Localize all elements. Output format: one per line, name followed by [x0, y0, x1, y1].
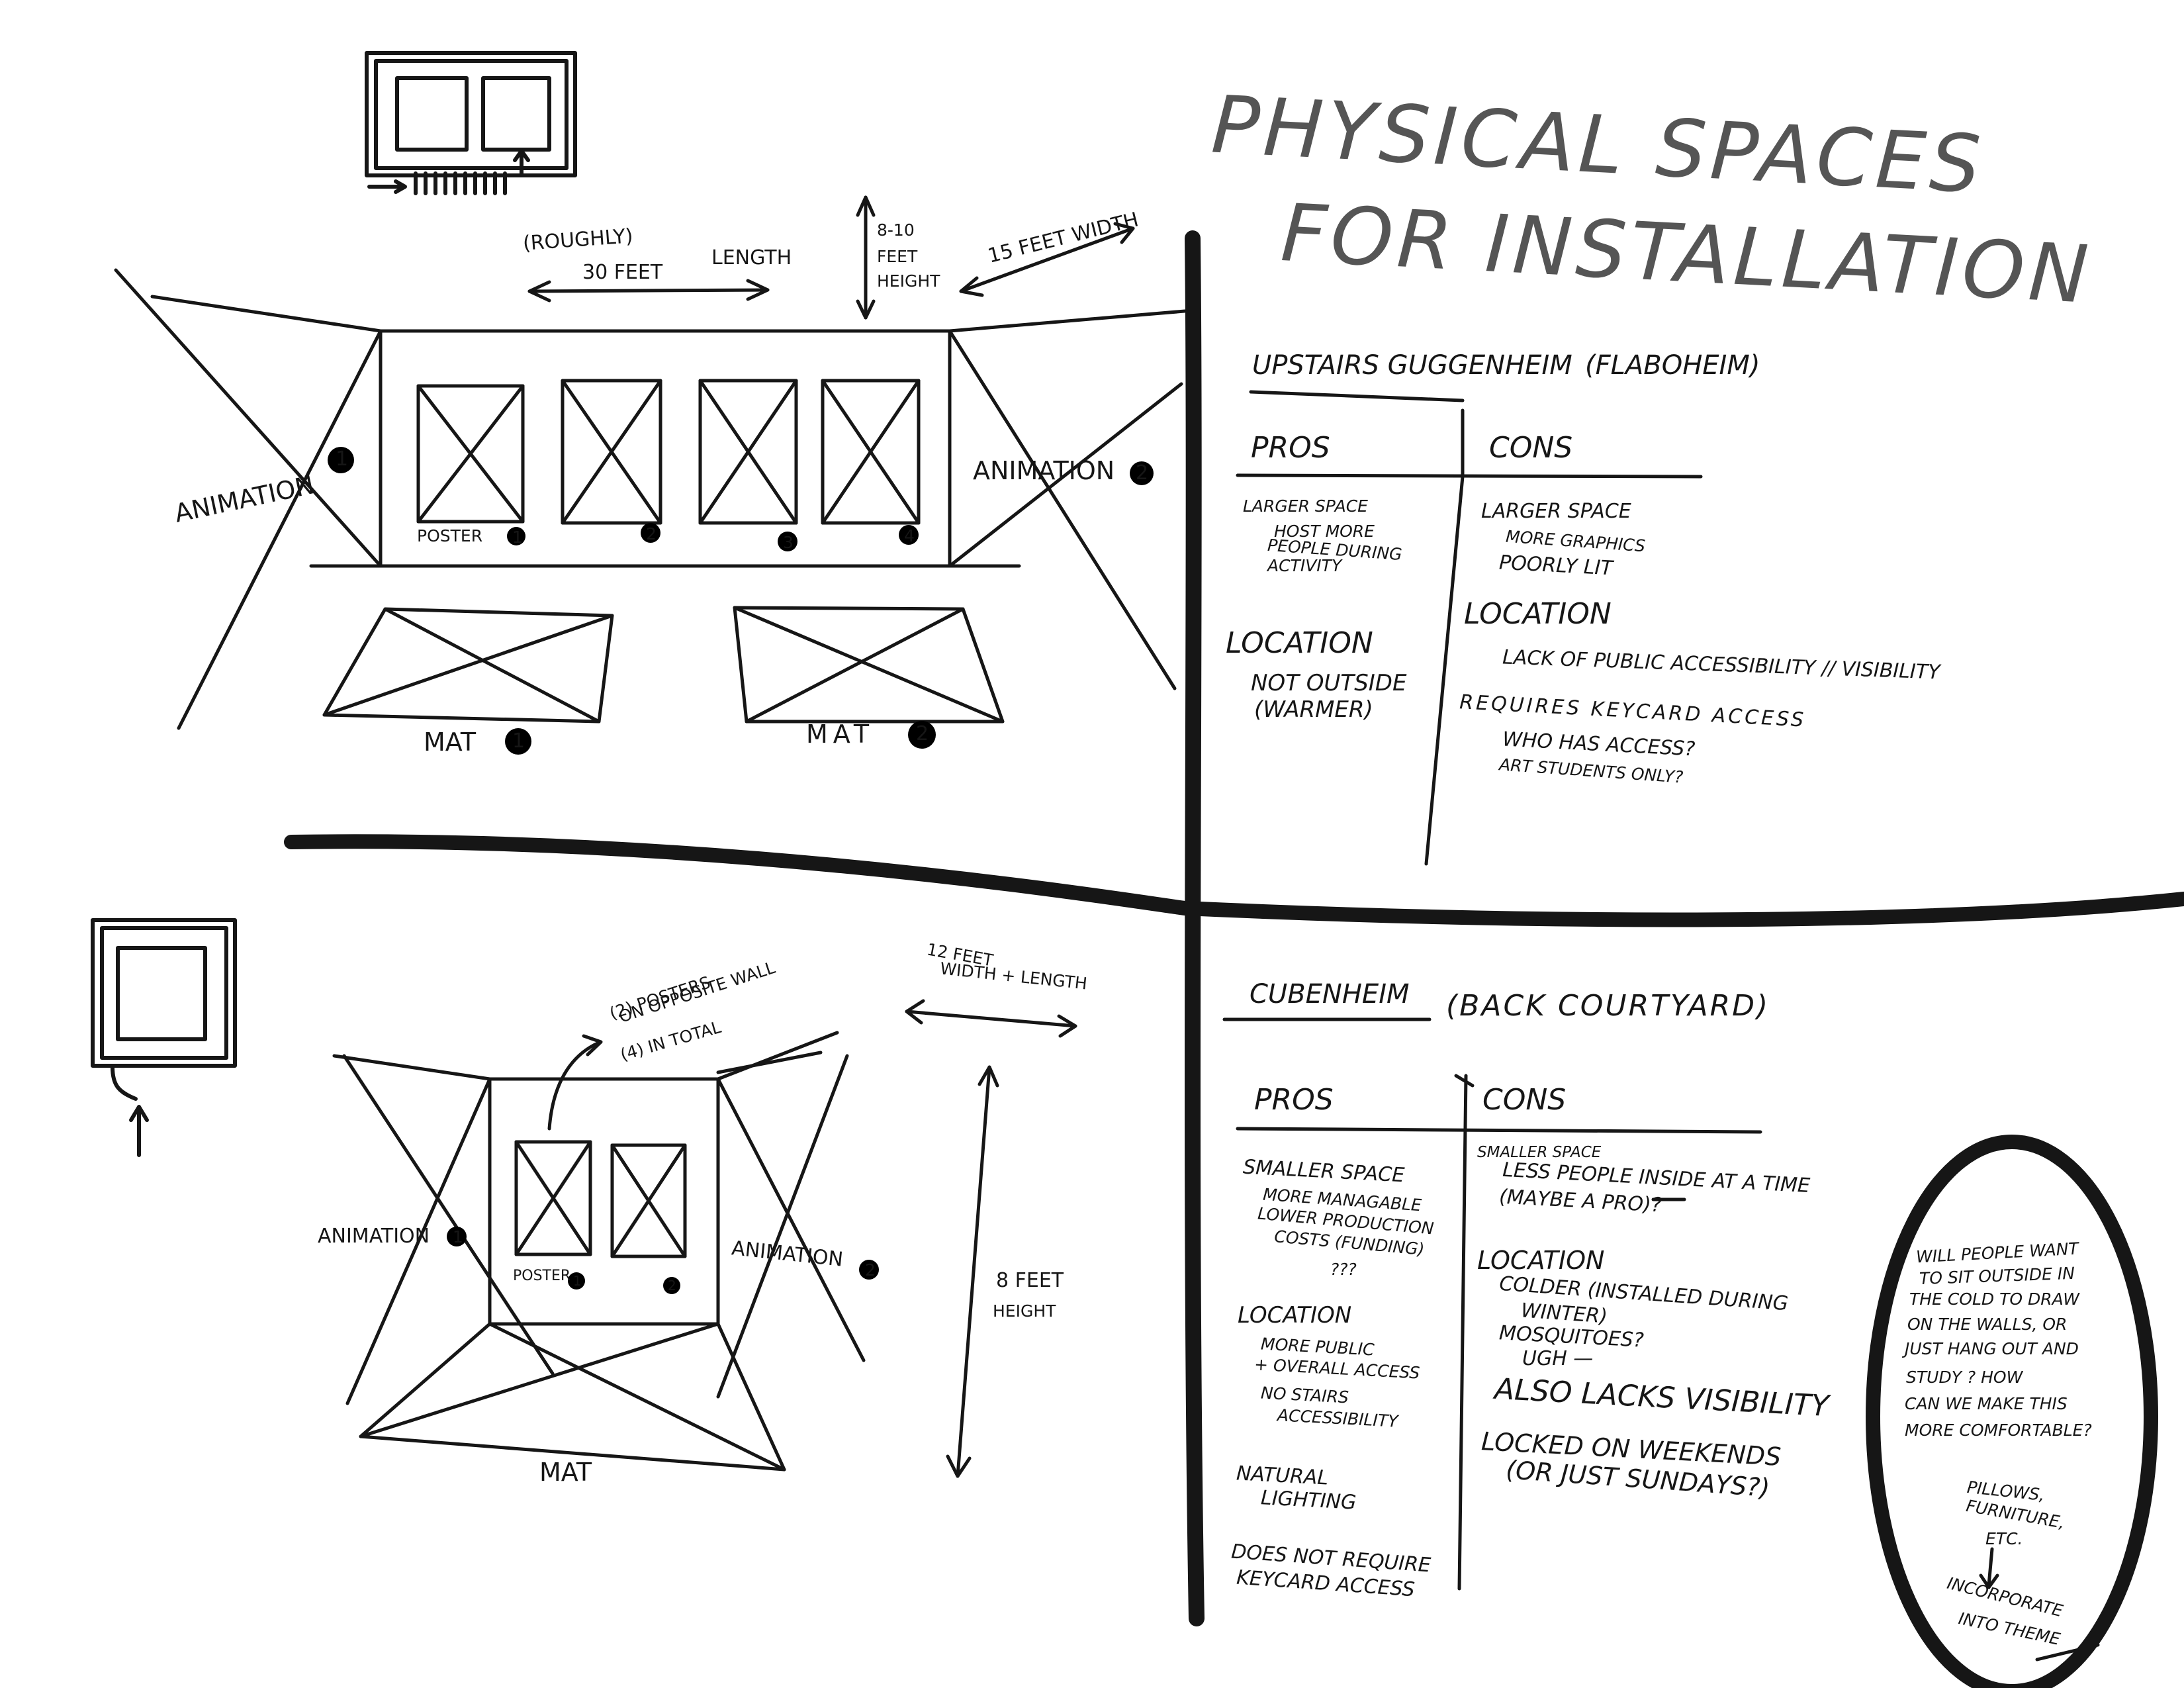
upstairs-cons-header: CONS [1489, 431, 1573, 465]
bottom-animation-2-num: 2 [865, 1260, 876, 1280]
upstairs-pro-5: LOCATION [1226, 626, 1373, 660]
animation-1-num: 1 [336, 447, 349, 471]
note-line-3: THE COLD TO DRAW [1909, 1289, 2079, 1309]
cubenheim-table-rules [1222, 1017, 1762, 1591]
length-label: LENGTH [711, 246, 792, 269]
animation-2-num: 2 [1136, 461, 1149, 485]
bottom-animation-1-label: ANIMATION [318, 1225, 430, 1248]
bottom-poster-2-num: 2 [668, 1278, 676, 1293]
note-oval [1866, 1135, 2158, 1688]
upstairs-pro-2: HOST MORE [1274, 522, 1375, 541]
height-label-1: 8-10 [877, 220, 915, 240]
bottom-poster-1-label: POSTER [513, 1268, 571, 1284]
bottom-mat-label: MAT [539, 1458, 592, 1487]
cubenheim-nickname: (BACK COURTYARD) [1446, 989, 1770, 1023]
note-line-11: ETC. [1985, 1529, 2023, 1548]
cubenheim-pros-header: PROS [1254, 1083, 1334, 1117]
top-floorplan-thumbnail [365, 51, 577, 195]
horizontal-divider [284, 834, 2184, 927]
poster-2-num: 2 [646, 524, 657, 543]
poster-1-num: 1 [512, 528, 523, 547]
cubenheim-pro-12: LIGHTING [1260, 1486, 1357, 1515]
cubenheim-con-4: LOCATION [1477, 1246, 1605, 1275]
mat-1-num: 1 [512, 729, 525, 753]
note-line-8: MORE COMFORTABLE? [1905, 1421, 2092, 1440]
bottom-floorplan-thumbnail [91, 918, 237, 1157]
vertical-divider [1184, 230, 1205, 1626]
animation-2-label: ANIMATION [973, 456, 1115, 485]
bottom-animation-1-num: 1 [453, 1227, 463, 1246]
height-label-3: HEIGHT [877, 271, 940, 291]
upstairs-con-1: LARGER SPACE [1481, 500, 1631, 523]
note-line-5: JUST HANG OUT AND [1905, 1339, 2079, 1358]
poster-4-num: 4 [904, 526, 915, 545]
mat-2-num: 2 [916, 722, 929, 745]
mat-1-label: MAT [424, 727, 477, 757]
top-room-sketch [114, 195, 1187, 755]
mat-2-label: MAT [806, 720, 875, 749]
upstairs-pro-1: LARGER SPACE [1243, 496, 1368, 516]
bottom-room-sketch [332, 999, 1077, 1478]
upstairs-pro-6: NOT OUTSIDE [1251, 670, 1407, 696]
cubenheim-con-8: UGH — [1522, 1347, 1594, 1370]
cubenheim-pro-11: NATURAL [1236, 1462, 1330, 1490]
cubenheim-pro-6: LOCATION [1238, 1302, 1352, 1329]
cubenheim-heading: CUBENHEIM [1250, 979, 1410, 1009]
height-label-2: FEET [877, 247, 918, 266]
note-line-2: TO SIT OUTSIDE IN [1919, 1263, 2075, 1289]
note-line-4: ON THE WALLS, OR [1907, 1315, 2068, 1334]
cubenheim-pro-9: NO STAIRS [1260, 1383, 1349, 1407]
upstairs-pro-4: ACTIVITY [1267, 556, 1342, 575]
upstairs-pros-header: PROS [1251, 431, 1330, 465]
cubenheim-pro-5: ??? [1330, 1260, 1357, 1279]
bottom-height-label-2: HEIGHT [993, 1301, 1056, 1321]
bottom-height-label-1: 8 FEET [996, 1269, 1064, 1292]
note-line-6: STUDY ? HOW [1906, 1368, 2023, 1387]
upstairs-nickname: (FLABOHEIM) [1585, 350, 1760, 381]
length-value: 30 FEET [582, 261, 663, 284]
cubenheim-cons-header: CONS [1482, 1083, 1567, 1117]
poster-3-num: 3 [783, 533, 794, 552]
upstairs-table-rules [1236, 390, 1703, 866]
cubenheim-con-1: SMALLER SPACE [1477, 1144, 1602, 1161]
poster-1-label: POSTER [417, 526, 483, 545]
upstairs-con-4: LOCATION [1464, 597, 1612, 631]
upstairs-heading: UPSTAIRS GUGGENHEIM [1252, 350, 1572, 381]
note-arrow [1979, 1547, 2100, 1662]
upstairs-pro-7: (WARMER) [1254, 696, 1373, 723]
bottom-poster-1-num: 1 [573, 1273, 582, 1289]
note-line-7: CAN WE MAKE THIS [1905, 1394, 2068, 1413]
upstairs-con-3: POORLY LIT [1498, 551, 1614, 581]
